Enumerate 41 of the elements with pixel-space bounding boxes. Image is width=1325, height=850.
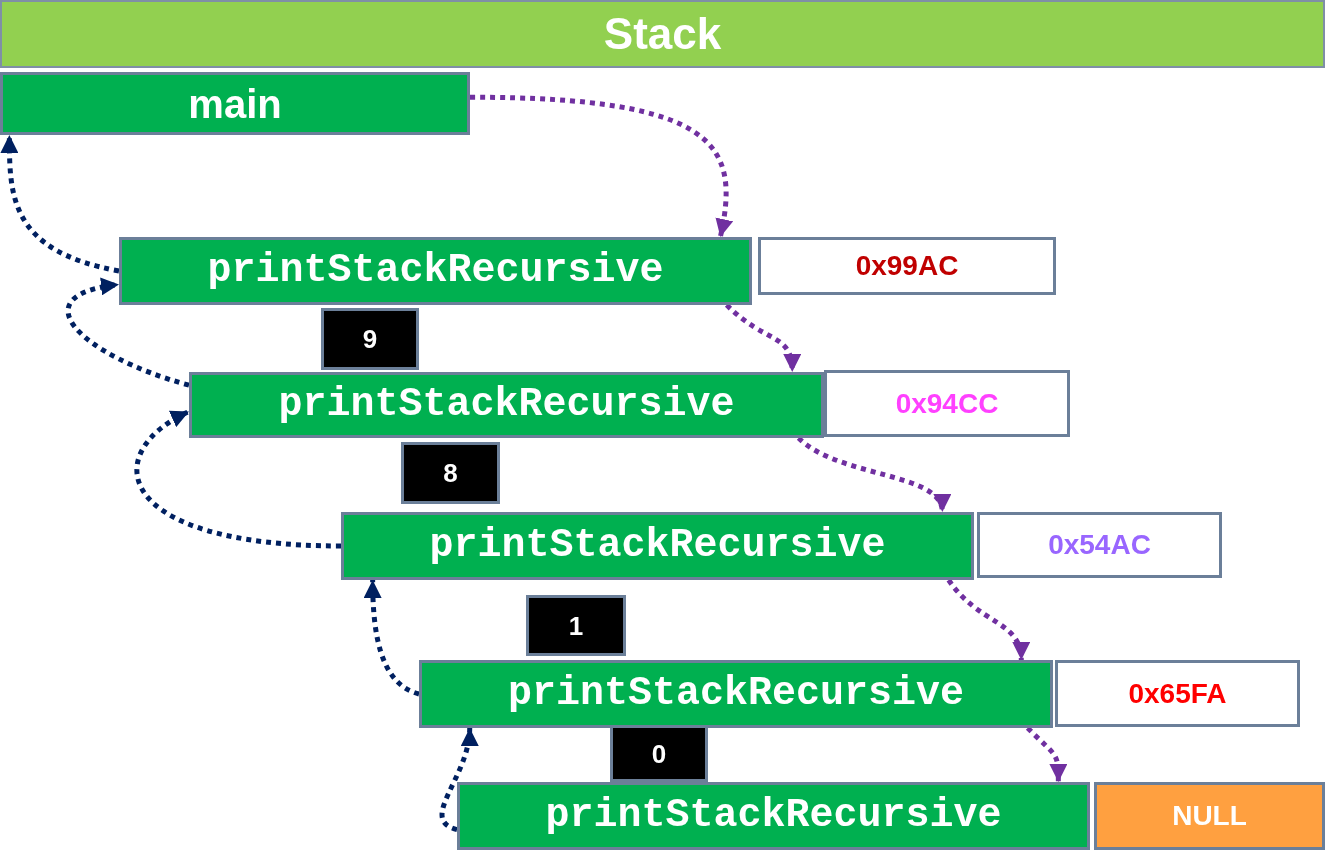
stack-frame-box	[0, 72, 470, 135]
label-text: printStackRecursive	[507, 674, 965, 714]
label-text: 0	[651, 740, 667, 767]
label-text: 0x94CC	[895, 389, 999, 418]
label-text: 0x99AC	[855, 252, 959, 280]
stack-frame-box	[419, 660, 1053, 728]
value-box	[526, 595, 626, 656]
stack-frame-box	[341, 512, 974, 580]
dotted-arrow	[1025, 726, 1068, 782]
value-box	[321, 308, 419, 370]
address-box	[977, 512, 1222, 578]
stack-frame-box	[189, 372, 824, 438]
address-box	[824, 370, 1070, 437]
label-text: printStackRecursive	[207, 251, 664, 291]
label-text: 0x54AC	[1048, 531, 1151, 559]
value-box	[610, 725, 708, 782]
value-box	[401, 442, 500, 504]
dotted-arrow	[946, 578, 1029, 661]
label-text: 0x65FA	[1128, 679, 1227, 708]
label-text: printStackRecursive	[278, 385, 735, 425]
dotted-arrow	[0, 135, 120, 274]
address-box	[758, 237, 1056, 295]
dotted-arrow	[469, 94, 733, 238]
address-box	[1055, 660, 1300, 727]
label-text: 1	[568, 612, 584, 639]
stack-header-band	[0, 0, 1325, 68]
dotted-arrow	[65, 278, 190, 388]
label-text: 9	[362, 326, 378, 352]
label-text: printStackRecursive	[429, 526, 886, 566]
label-text: Stack	[603, 12, 722, 56]
label-text: printStackRecursive	[545, 796, 1002, 836]
label-text: NULL	[1172, 802, 1247, 830]
dotted-arrow	[797, 436, 948, 513]
stack-frame-box	[457, 782, 1090, 850]
label-text: 8	[443, 460, 458, 486]
null-box	[1094, 782, 1325, 850]
dotted-arrow	[363, 579, 420, 697]
stack-frame-box	[119, 237, 752, 305]
label-text: main	[188, 83, 282, 124]
dotted-arrow	[134, 409, 342, 549]
dotted-arrow	[725, 303, 801, 373]
